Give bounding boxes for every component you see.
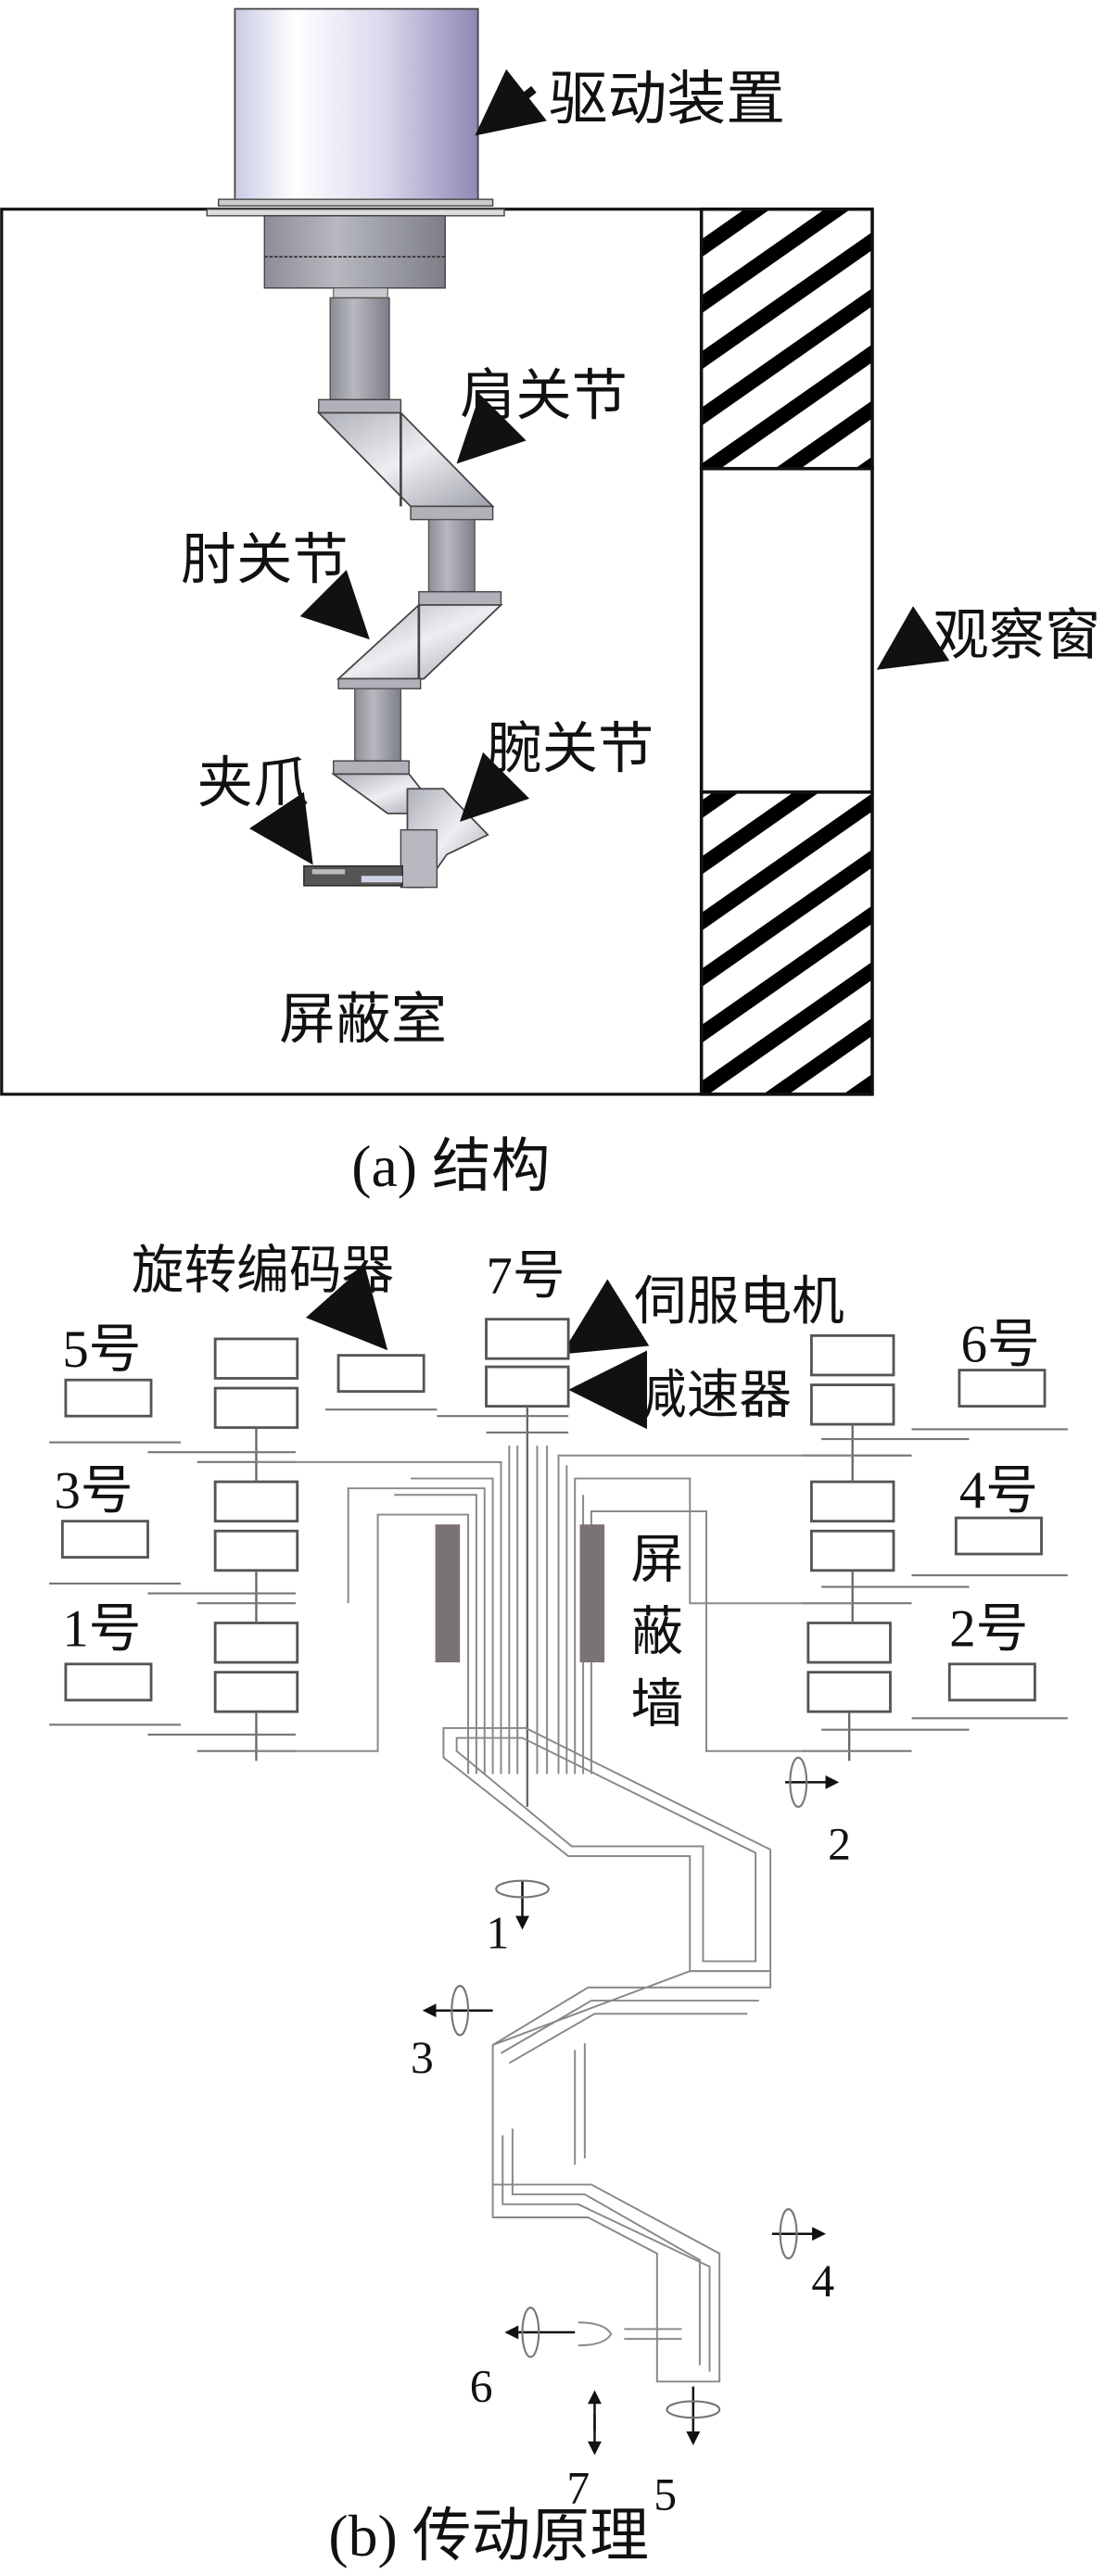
window-glass	[699, 466, 874, 794]
svg-text:肘关节: 肘关节	[181, 527, 349, 592]
joint-number-2: 2	[828, 1819, 851, 1870]
label-observation-window: 观察窗	[876, 603, 1101, 670]
encoder-boxes	[60, 1354, 1047, 1702]
svg-text:腕关节: 腕关节	[487, 716, 654, 781]
unit-label-4: 4号	[959, 1461, 1038, 1520]
joint-axis-symbols	[422, 1756, 840, 2456]
part-a-structure: 驱动装置 肩关节 肘关节 腕关节 夹爪 屏蔽室 观察窗 (a) 结构	[0, 7, 1101, 1199]
part-b-transmission: 旋转编码器 伺服电机 减速器 7号 5号 6号 3号 4号 1号 2号	[49, 1240, 1068, 2569]
unit-label-2: 2号	[949, 1599, 1028, 1658]
label-servo-motor: 伺服电机	[634, 1271, 844, 1332]
joint-number-4: 4	[811, 2255, 834, 2306]
window-hatch-top	[699, 207, 874, 471]
window-hatch-bottom	[699, 790, 874, 1096]
unit-label-5: 5号	[62, 1320, 141, 1379]
unit-label-7: 7号	[487, 1246, 565, 1305]
wrist-joint	[331, 760, 489, 889]
joint-number-1: 1	[487, 1907, 510, 1958]
unit-label-6: 6号	[961, 1316, 1040, 1374]
label-rotary-encoder: 旋转编码器	[132, 1240, 394, 1301]
svg-text:屏: 屏	[630, 1529, 683, 1590]
svg-text:夹爪: 夹爪	[197, 751, 310, 815]
svg-text:墙: 墙	[630, 1673, 683, 1735]
caption-b: (b) 传动原理	[328, 2503, 648, 2569]
label-elbow-joint: 肘关节	[181, 527, 370, 640]
joint-number-6: 6	[470, 2360, 493, 2411]
svg-text:观察窗: 观察窗	[933, 603, 1101, 668]
joint-number-7: 7	[566, 2462, 590, 2513]
drive-device	[206, 7, 505, 401]
arm-linkage-schematic	[442, 1726, 772, 2383]
joint-number-3: 3	[411, 2032, 434, 2083]
svg-text:肩关节: 肩关节	[460, 363, 628, 428]
label-shoulder-joint: 肩关节	[456, 363, 628, 464]
label-wrist-joint: 腕关节	[460, 716, 654, 822]
svg-text:驱动装置: 驱动装置	[549, 65, 785, 133]
gripper	[303, 865, 403, 887]
shield-wall-right	[579, 1524, 605, 1663]
unit-label-1: 1号	[62, 1599, 141, 1658]
svg-text:蔽: 蔽	[630, 1601, 683, 1662]
label-shield-wall: 屏 蔽 墙	[630, 1529, 683, 1735]
elbow-joint	[336, 590, 503, 762]
label-drive-device: 驱动装置	[475, 65, 785, 136]
shield-wall-left	[435, 1524, 461, 1663]
unit-label-3: 3号	[54, 1461, 133, 1520]
transmission-routing	[256, 1446, 853, 1774]
label-reducer: 减速器	[634, 1365, 792, 1426]
motor-reducer-stacks	[213, 1318, 895, 1713]
caption-a: (a) 结构	[351, 1133, 550, 1199]
shoulder-joint	[316, 398, 495, 593]
joint-number-5: 5	[654, 2469, 677, 2519]
label-gripper: 夹爪	[197, 751, 313, 865]
label-shielded-room: 屏蔽室	[279, 988, 447, 1053]
